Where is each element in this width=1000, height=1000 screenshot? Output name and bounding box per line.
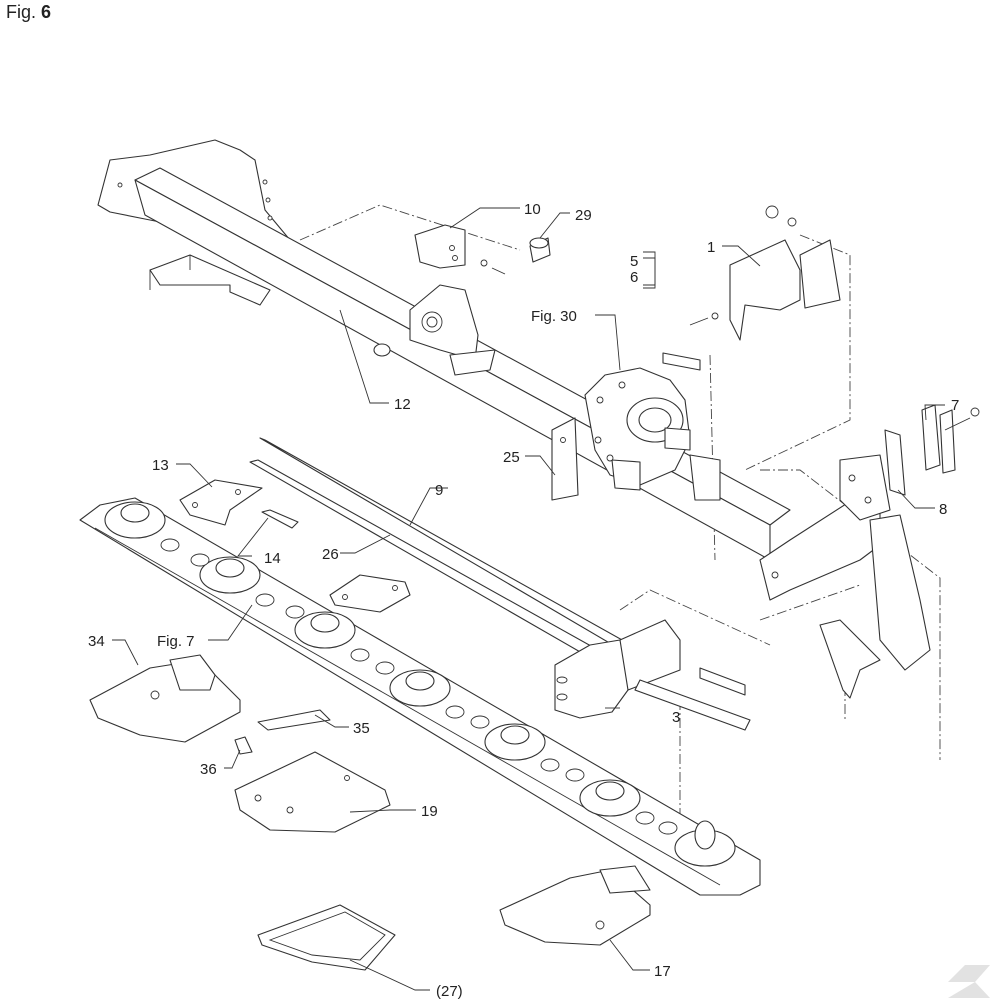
label-14: 14 [264, 550, 281, 567]
part-3-housing [554, 619, 751, 731]
part-34-skid [89, 654, 241, 743]
lower-bracket [819, 619, 881, 699]
label-36: 36 [200, 761, 217, 778]
brand-watermark-icon [948, 965, 990, 998]
label-3: 3 [672, 709, 680, 726]
part-27-tray [257, 904, 396, 971]
label-13: 13 [152, 457, 169, 474]
label-34: 34 [88, 633, 105, 650]
part-7-8-plates [884, 404, 980, 496]
figure-number: 6 [41, 2, 52, 22]
label-6: 6 [630, 269, 638, 286]
part-5-6-shim [662, 352, 701, 371]
gearbox-fig30 [584, 367, 691, 491]
label-5-6-bracket [643, 251, 656, 289]
label-10: 10 [524, 201, 541, 218]
label-26: 26 [322, 546, 339, 563]
part-10-plate [414, 224, 506, 275]
figure-prefix: Fig. [6, 2, 37, 22]
label-35: 35 [353, 720, 370, 737]
cutter-discs [104, 501, 736, 867]
label-17: 17 [654, 963, 671, 980]
figure-title: Fig. 6 [6, 2, 51, 23]
label-1: 1 [707, 239, 715, 256]
callout-labels: 1 3 5 6 7 8 9 10 12 13 14 17 19 25 26 (2… [88, 201, 959, 1000]
part-35-strip [257, 709, 331, 731]
part-14-plate [261, 509, 299, 529]
label-fig30: Fig. 30 [531, 308, 577, 325]
label-8: 8 [939, 501, 947, 518]
plate-center [329, 574, 411, 613]
label-9: 9 [435, 482, 443, 499]
cutter-bar [79, 497, 761, 896]
part-1-cover [689, 205, 841, 341]
label-27: (27) [436, 983, 463, 1000]
part-17-skid [499, 865, 651, 946]
part-29-bushing [529, 237, 551, 263]
label-fig7: Fig. 7 [157, 633, 195, 650]
label-25: 25 [503, 449, 520, 466]
part-25-bracket [551, 417, 721, 501]
label-12: 12 [394, 396, 411, 413]
frame-side-bracket [759, 454, 931, 671]
part-36-clip [234, 736, 253, 755]
label-7: 7 [951, 397, 959, 414]
label-19: 19 [421, 803, 438, 820]
leader-lines [112, 207, 945, 991]
label-5: 5 [630, 253, 638, 270]
part-19-skid [234, 751, 391, 833]
label-29: 29 [575, 207, 592, 224]
part-13-plate [179, 479, 263, 526]
